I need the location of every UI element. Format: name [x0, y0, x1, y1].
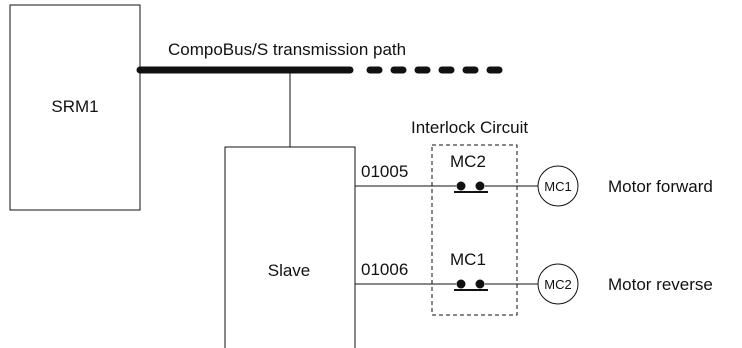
contact-terminal-left — [456, 181, 466, 191]
motor-coil-circle — [537, 263, 579, 305]
srm1-master-box — [9, 4, 141, 211]
interlock-contact-label: MC2 — [450, 152, 486, 171]
contact-terminal-right — [475, 279, 485, 289]
output-address: 01005 — [361, 162, 408, 181]
motor-coil-circle — [537, 165, 579, 207]
interlock-contact-label: MC1 — [450, 250, 486, 269]
output-address: 01006 — [361, 260, 408, 279]
srm1-label: SRM1 — [51, 97, 98, 116]
slave-label: Slave — [268, 261, 311, 280]
interlock-circuit-box — [431, 144, 518, 316]
contact-terminal-left — [456, 279, 466, 289]
contact-terminal-right — [475, 181, 485, 191]
output-row-forward: 01005 MC2 MC1 Motor forward — [355, 152, 713, 207]
slave-box — [224, 146, 356, 348]
motor-function-label: Motor forward — [608, 177, 713, 196]
output-row-reverse: 01006 MC1 MC2 Motor reverse — [355, 250, 713, 305]
motor-coil-label: MC1 — [544, 179, 571, 194]
bus-label: CompoBus/S transmission path — [168, 40, 406, 59]
interlock-circuit-label: Interlock Circuit — [411, 118, 528, 137]
motor-coil-label: MC2 — [544, 277, 571, 292]
motor-function-label: Motor reverse — [608, 275, 713, 294]
